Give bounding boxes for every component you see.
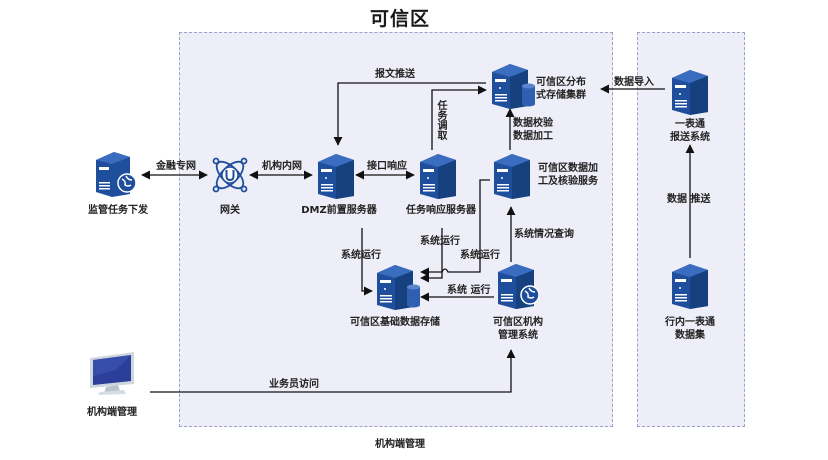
server-globe-icon bbox=[96, 152, 137, 197]
edge-label-verify-1: 数据校验 bbox=[513, 118, 553, 129]
edge-sys-run-3 bbox=[420, 179, 490, 277]
gateway-label: 网关 bbox=[220, 205, 240, 216]
edge-label-interface-resp: 接口响应 bbox=[367, 161, 407, 172]
dmz-node[interactable] bbox=[314, 152, 358, 200]
distributed-storage-label-2: 式存储集群 bbox=[536, 90, 586, 101]
server-icon bbox=[318, 154, 354, 199]
server-icon bbox=[494, 154, 530, 199]
edge-label-sys-run-2: 系统运行 bbox=[420, 236, 460, 247]
diagram-title: 可信区 bbox=[370, 8, 431, 30]
report-system-label-2: 报送系统 bbox=[670, 132, 710, 143]
edge-task-fetch bbox=[431, 85, 487, 150]
edge-sys-run-1 bbox=[361, 228, 373, 296]
report-system-node[interactable] bbox=[668, 68, 712, 116]
basic-storage-node[interactable] bbox=[373, 263, 423, 311]
data-processing-label-2: 工及核验服务 bbox=[538, 176, 598, 187]
terminal-label: 机构端管理 bbox=[87, 407, 137, 418]
regulator-label: 监管任务下发 bbox=[88, 205, 148, 216]
task-server-node[interactable] bbox=[416, 152, 460, 200]
server-db-icon bbox=[492, 64, 535, 109]
edge-label-data-import: 数据导入 bbox=[614, 77, 654, 88]
edge-staff-access bbox=[150, 349, 516, 393]
edge-label-finance-net: 金融专网 bbox=[156, 161, 196, 172]
bank-dataset-label-2: 数据集 bbox=[675, 330, 705, 341]
trusted-zone bbox=[179, 32, 613, 427]
edge-label-status-query: 系统情况查询 bbox=[514, 229, 574, 240]
edge-label-sys-run-3: 系统运行 bbox=[460, 250, 500, 261]
server-icon bbox=[672, 70, 708, 115]
distributed-storage-label-1: 可信区分布 bbox=[536, 77, 586, 88]
edge-sys-run-2 bbox=[420, 228, 443, 283]
edge-label-sys-run-1: 系统运行 bbox=[341, 250, 381, 261]
mgmt-system-label-2: 管理系统 bbox=[498, 330, 538, 341]
task-server-label: 任务响应服务器 bbox=[406, 205, 476, 216]
gateway-icon bbox=[212, 157, 248, 193]
regulator-node[interactable] bbox=[92, 150, 144, 198]
dmz-label: DMZ前置服务器 bbox=[301, 205, 377, 216]
data-processing-node[interactable] bbox=[490, 152, 534, 200]
data-processing-label-1: 可信区数据加 bbox=[538, 163, 598, 174]
edge-label-report-push: 报文推送 bbox=[375, 69, 415, 80]
edge-label-sys-run-4: 系统 运行 bbox=[447, 285, 491, 296]
distributed-storage-node[interactable] bbox=[488, 62, 538, 110]
edge-label-inner-net: 机构内网 bbox=[262, 161, 302, 172]
server-icon bbox=[420, 154, 456, 199]
edge-label-verify-2: 数据加工 bbox=[513, 131, 553, 142]
gateway-node[interactable] bbox=[210, 155, 250, 195]
server-globe-icon bbox=[498, 264, 540, 309]
terminal-node[interactable] bbox=[86, 350, 138, 395]
report-system-label-1: 一表通 bbox=[675, 119, 705, 130]
bank-dataset-node[interactable] bbox=[668, 262, 712, 310]
monitor-icon bbox=[90, 352, 134, 395]
edge-label-task-fetch: 任务调取 bbox=[435, 100, 446, 140]
server-db-icon bbox=[377, 265, 420, 310]
edge-label-staff-access: 业务员访问 bbox=[269, 379, 319, 390]
server-icon bbox=[672, 264, 708, 309]
mgmt-system-node[interactable] bbox=[494, 262, 546, 310]
edge-report-push bbox=[333, 82, 486, 146]
mgmt-system-label-1: 可信区机构 bbox=[493, 317, 543, 328]
edge-label-data-push: 数据 推送 bbox=[667, 194, 711, 205]
basic-storage-label: 可信区基础数据存储 bbox=[350, 317, 440, 328]
zone-caption-bottom: 机构端管理 bbox=[375, 439, 425, 450]
bank-dataset-label-1: 行内一表通 bbox=[665, 317, 715, 328]
